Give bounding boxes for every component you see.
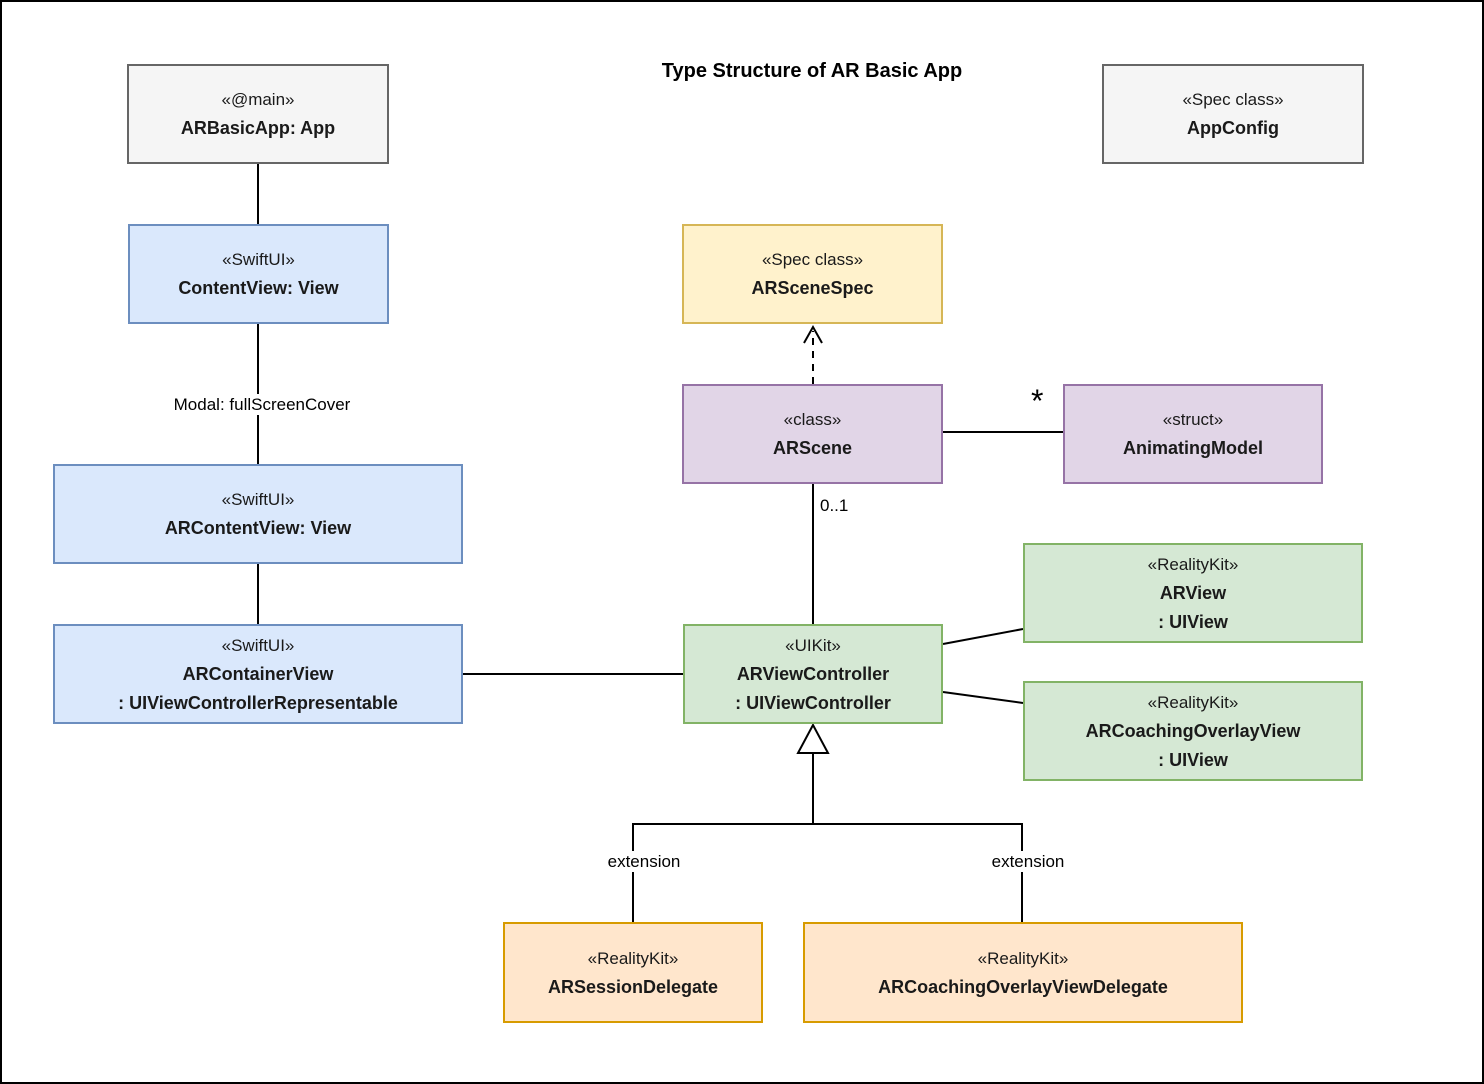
class-box-arcontainerview: «SwiftUI» ARContainerView : UIViewContro… [53,624,463,724]
type-name: ARView [1159,582,1227,603]
type-name: ContentView: View [178,278,339,298]
diagram-title: Type Structure of AR Basic App [661,60,963,82]
open-arrowhead-icon [803,324,823,344]
type-name: ARSessionDelegate [547,976,719,997]
stereotype-label: «class» [783,410,842,429]
stereotype-label: «RealityKit» [977,948,1069,968]
type-name: ARSceneSpec [751,278,874,298]
type-conformance: : UIView [1158,749,1228,770]
stereotype-label: «RealityKit» [1147,692,1239,712]
edge-label-modal: Modal: fullScreenCover [143,394,381,415]
class-box-animatingmodel: «struct» AnimatingModel [1063,384,1323,484]
edge-label-extension-left: extension [590,851,698,872]
stereotype-label: «SwiftUI» [222,250,295,269]
inheritance-triangle-icon [796,722,830,754]
edge-arviewcontroller-arview [942,628,1024,645]
class-box-appconfig: «Spec class» AppConfig [1102,64,1364,164]
stereotype-label: «RealityKit» [587,948,679,968]
class-box-arview: «RealityKit» ARView : UIView [1023,543,1363,643]
edge-label-multiplicity-star: * [1031,383,1044,419]
class-box-arcoachingoverlayviewdelegate: «RealityKit» ARCoachingOverlayViewDelega… [803,922,1243,1023]
class-box-arviewcontroller: «UIKit» ARViewController : UIViewControl… [683,624,943,724]
stereotype-label: «SwiftUI» [221,490,295,509]
edge-label-multiplicity-0-1: 0..1 [820,496,849,515]
stereotype-label: «@main» [221,90,295,109]
type-name: AnimatingModel [1123,438,1263,458]
stereotype-label: «Spec class» [1182,90,1284,109]
type-name: AppConfig [1187,118,1279,138]
type-conformance: : UIViewController [735,692,891,713]
stereotype-label: «SwiftUI» [221,635,295,655]
class-box-arscenespec: «Spec class» ARSceneSpec [682,224,943,324]
class-box-contentview: «SwiftUI» ContentView: View [128,224,389,324]
edge-extensions-branches [632,823,1023,922]
type-name: ARCoachingOverlayViewDelegate [878,976,1168,997]
stereotype-label: «struct» [1162,410,1224,429]
type-name: ARScene [772,438,853,458]
class-box-arbasicapp: «@main» ARBasicApp: App [127,64,389,164]
stereotype-label: «UIKit» [785,635,841,655]
class-box-arcontentview: «SwiftUI» ARContentView: View [53,464,463,564]
type-conformance: : UIView [1158,611,1228,632]
type-name: ARContainerView [182,663,334,684]
class-box-arscene: «class» ARScene [682,384,943,484]
type-name: ARContentView: View [164,518,352,538]
type-name: ARViewController [736,663,890,684]
stereotype-label: «Spec class» [761,250,864,269]
type-name: ARBasicApp: App [180,118,336,138]
edge-arviewcontroller-arcoachingoverlayview [942,691,1024,704]
type-conformance: : UIViewControllerRepresentable [118,692,398,713]
class-box-arcoachingoverlayview: «RealityKit» ARCoachingOverlayView : UIV… [1023,681,1363,781]
type-name: ARCoachingOverlayView [1085,720,1301,741]
stereotype-label: «RealityKit» [1147,554,1239,574]
class-box-arsessiondelegate: «RealityKit» ARSessionDelegate [503,922,763,1023]
edge-label-extension-right: extension [974,851,1082,872]
